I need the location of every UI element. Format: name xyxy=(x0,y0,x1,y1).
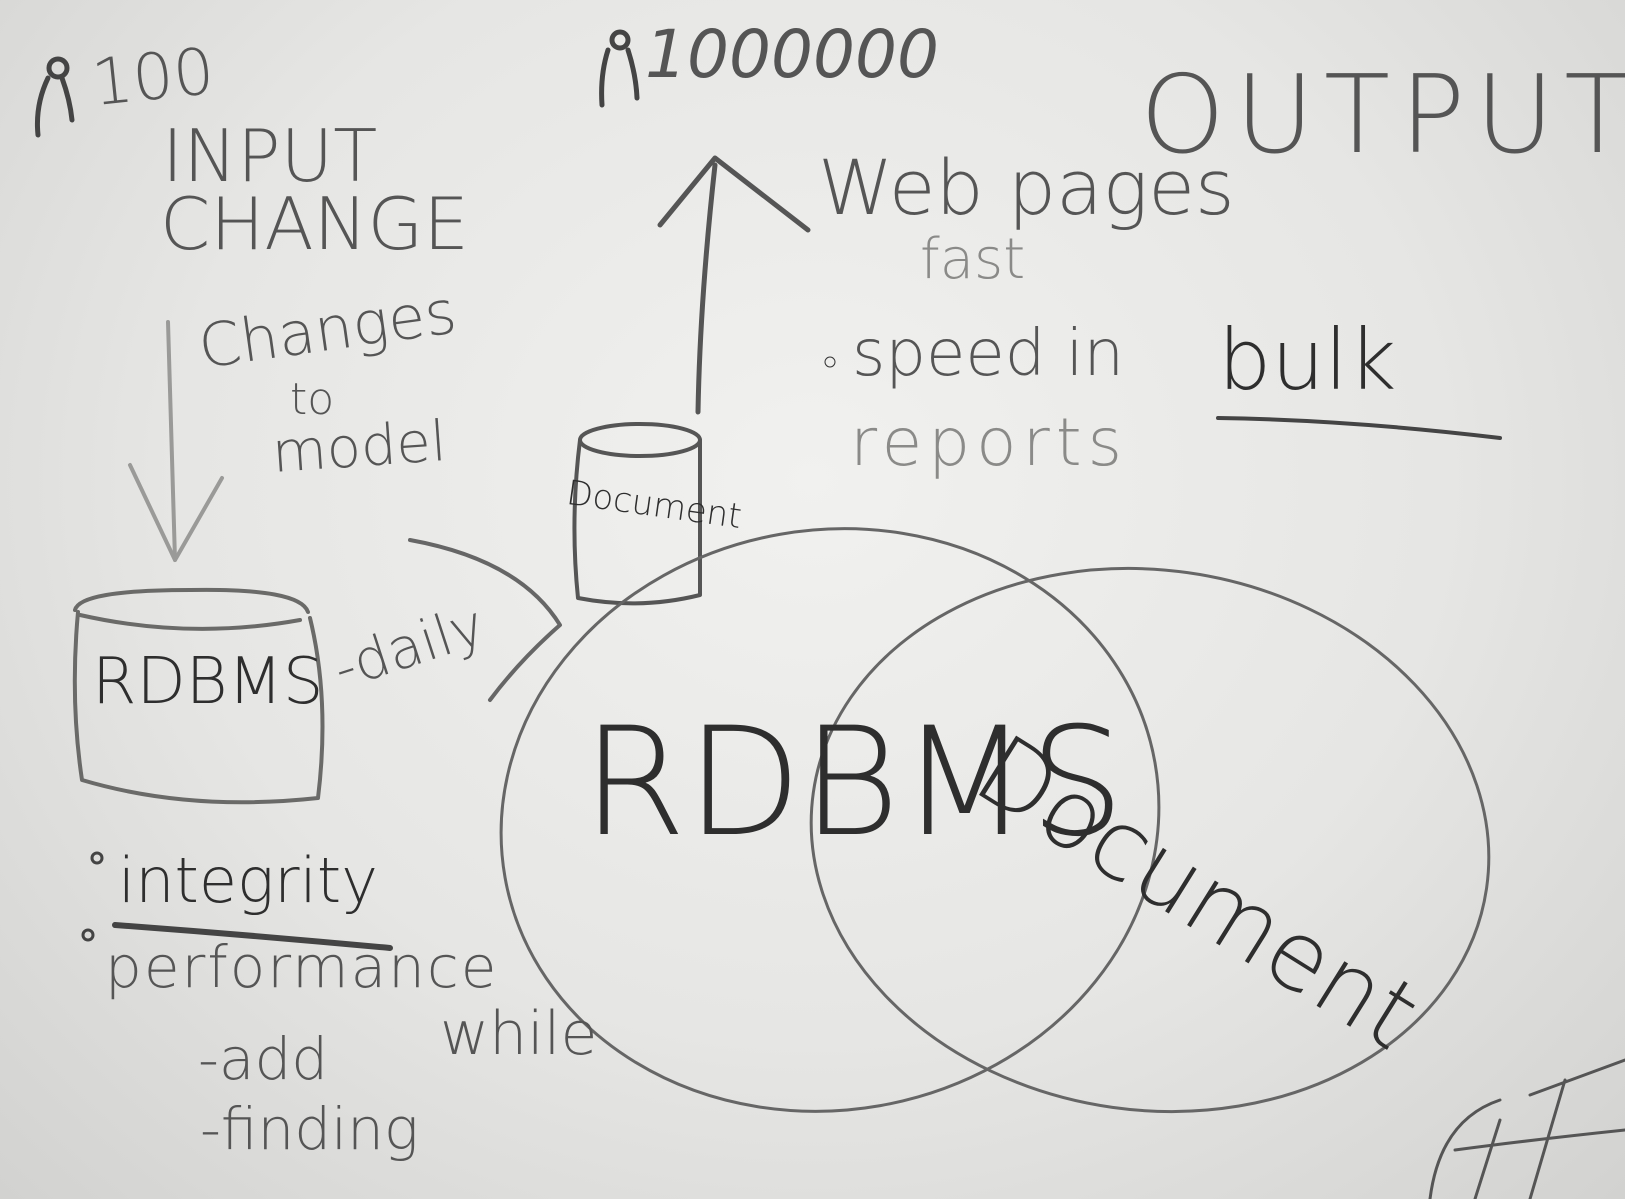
output-title: OUTPUT xyxy=(1140,53,1625,178)
venn-document-circle xyxy=(809,566,1491,1114)
document-cylinder xyxy=(572,422,703,606)
web-pages-note: Web pages xyxy=(818,143,1235,232)
down-arrow xyxy=(128,320,224,562)
up-arrow xyxy=(657,155,811,415)
person-icon xyxy=(599,29,640,108)
user-count-small: 100 xyxy=(88,34,218,122)
bulk-underline xyxy=(1216,416,1502,440)
changes-note-to: to xyxy=(290,374,335,425)
finding-note: -finding xyxy=(200,1095,419,1163)
input-label: INPUT xyxy=(162,114,378,198)
bulk-note: bulk xyxy=(1218,311,1397,409)
bullet-dot xyxy=(824,356,836,368)
while-note: while xyxy=(440,999,598,1069)
change-label: CHANGE xyxy=(160,182,469,266)
venn-rdbms-label: RDBMS xyxy=(582,696,1125,870)
venn-rdbms-circle xyxy=(499,527,1161,1113)
speed-note: speed in xyxy=(852,317,1125,391)
performance-note: performance xyxy=(105,933,499,1001)
user-count-large: 1000000 xyxy=(645,16,939,93)
bullet-dot xyxy=(81,928,95,942)
person-icon xyxy=(35,56,75,138)
corner-sketch xyxy=(1428,1058,1625,1199)
integrity-underline xyxy=(112,922,393,951)
add-note: -add xyxy=(198,1025,329,1093)
rdbms-box xyxy=(72,587,325,805)
bullet-dot xyxy=(90,851,104,865)
integrity-note: integrity xyxy=(118,844,378,917)
daily-sync-arc xyxy=(408,538,562,702)
changes-note-model: model xyxy=(269,408,449,487)
rdbms-box-label: RDBMS xyxy=(92,645,324,719)
fast-note: fast xyxy=(920,227,1026,292)
reports-note: reports xyxy=(850,404,1128,481)
